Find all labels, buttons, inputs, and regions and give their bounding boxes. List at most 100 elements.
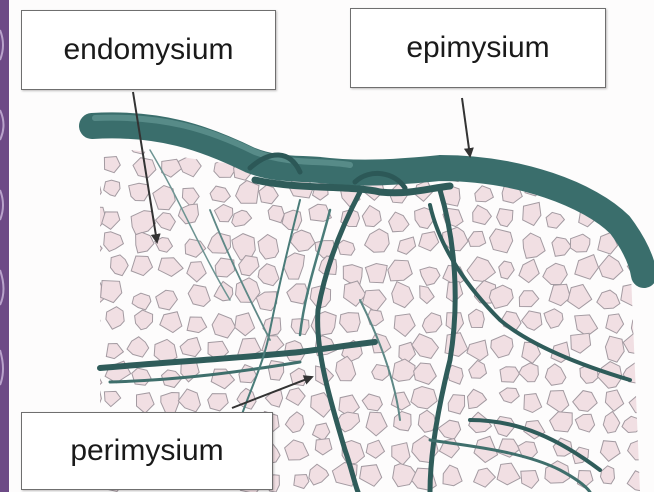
muscle-fiber xyxy=(111,255,129,276)
muscle-fiber xyxy=(622,132,645,155)
muscle-fiber xyxy=(467,340,488,361)
muscle-fiber xyxy=(83,182,102,200)
muscle-fiber xyxy=(599,255,623,279)
muscle-fiber xyxy=(524,394,542,413)
muscle-fiber xyxy=(180,338,201,357)
muscle-fiber xyxy=(414,363,437,384)
muscle-fiber xyxy=(392,443,410,465)
muscle-fiber xyxy=(362,206,381,227)
muscle-fiber xyxy=(132,293,151,310)
muscle-fiber xyxy=(77,264,96,284)
muscle-fiber xyxy=(371,128,393,152)
muscle-fiber xyxy=(521,471,539,489)
muscle-fiber xyxy=(160,312,182,333)
muscle-fiber xyxy=(311,312,336,336)
muscle-fiber xyxy=(80,237,102,259)
muscle-fiber xyxy=(106,307,124,330)
muscle-fiber xyxy=(549,284,570,305)
muscle-fiber xyxy=(258,235,279,260)
muscle-fiber xyxy=(208,394,229,411)
muscle-fiber xyxy=(543,263,568,284)
muscle-fiber xyxy=(392,359,415,381)
muscle-fiber xyxy=(306,134,333,154)
muscle-fiber xyxy=(575,255,599,280)
muscle-fiber xyxy=(574,130,593,148)
muscle-fiber xyxy=(156,290,178,310)
muscle-fiber xyxy=(362,394,382,411)
muscle-fiber xyxy=(214,204,232,221)
muscle-fiber xyxy=(419,232,439,251)
muscle-fiber xyxy=(315,439,332,455)
muscle-fiber xyxy=(422,313,442,333)
muscle-fiber xyxy=(187,262,206,282)
muscle-fiber xyxy=(420,286,435,304)
muscle-fiber xyxy=(603,412,620,434)
muscle-fiber xyxy=(600,133,617,149)
muscle-fiber xyxy=(136,232,154,253)
muscle-fiber xyxy=(552,237,571,256)
muscle-fiber xyxy=(79,309,100,328)
muscle-fiber xyxy=(338,240,355,255)
muscle-fiber xyxy=(490,229,513,253)
muscle-fiber xyxy=(597,290,620,309)
muscle-fiber xyxy=(102,212,120,229)
muscle-fiber xyxy=(343,265,362,285)
muscle-fiber xyxy=(491,335,513,358)
muscle-fiber xyxy=(546,212,564,228)
muscle-fiber xyxy=(573,391,598,412)
muscle-fiber xyxy=(605,390,623,411)
muscle-fiber xyxy=(628,441,648,460)
muscle-fiber xyxy=(450,132,466,149)
muscle-fiber xyxy=(362,290,386,312)
muscle-fiber xyxy=(570,234,590,252)
muscle-fiber xyxy=(500,367,520,383)
muscle-fiber xyxy=(236,181,259,204)
muscle-fiber xyxy=(366,440,384,458)
muscle-fiber xyxy=(389,212,409,232)
muscle-fiber xyxy=(294,475,309,489)
muscle-fiber xyxy=(79,369,102,390)
muscle-fiber xyxy=(360,465,382,487)
muscle-fiber xyxy=(526,131,548,152)
perimysium-label: perimysium xyxy=(21,412,273,490)
muscle-fiber xyxy=(605,336,624,362)
muscle-fiber xyxy=(522,311,542,330)
muscle-fiber xyxy=(131,256,152,276)
muscle-fiber xyxy=(336,130,357,150)
muscle-fiber xyxy=(127,337,149,357)
muscle-fiber xyxy=(398,237,416,254)
muscle-fiber xyxy=(445,333,468,357)
muscle-fiber xyxy=(547,153,567,175)
muscle-fiber xyxy=(135,310,153,330)
muscle-fiber xyxy=(468,231,486,246)
muscle-fiber xyxy=(268,205,284,222)
muscle-fiber xyxy=(571,333,591,353)
muscle-fiber xyxy=(575,315,598,336)
muscle-fiber xyxy=(137,393,155,414)
left-edge-tissue xyxy=(0,0,9,492)
muscle-fiber xyxy=(79,338,98,356)
muscle-fiber xyxy=(545,364,566,385)
muscle-fiber xyxy=(282,210,302,230)
muscle-fiber xyxy=(544,309,563,329)
muscle-fiber xyxy=(291,230,316,251)
muscle-fiber xyxy=(178,389,200,412)
muscle-fiber xyxy=(391,392,410,410)
muscle-fiber xyxy=(104,180,120,196)
muscle-fiber xyxy=(158,258,183,277)
muscle-fiber xyxy=(443,465,462,486)
muscle-fiber xyxy=(412,334,439,359)
muscle-fiber xyxy=(523,233,545,258)
muscle-fiber xyxy=(212,314,235,338)
muscle-fiber xyxy=(606,314,624,333)
muscle-fiber xyxy=(258,264,279,286)
muscle-fiber xyxy=(550,412,573,432)
muscle-fiber xyxy=(547,391,569,413)
muscle-fiber xyxy=(210,186,230,202)
perimysium-label-text: perimysium xyxy=(70,434,223,468)
muscle-fiber xyxy=(232,210,252,226)
muscle-fiber xyxy=(475,186,494,202)
muscle-fiber xyxy=(313,423,330,441)
muscle-fiber xyxy=(600,441,620,462)
